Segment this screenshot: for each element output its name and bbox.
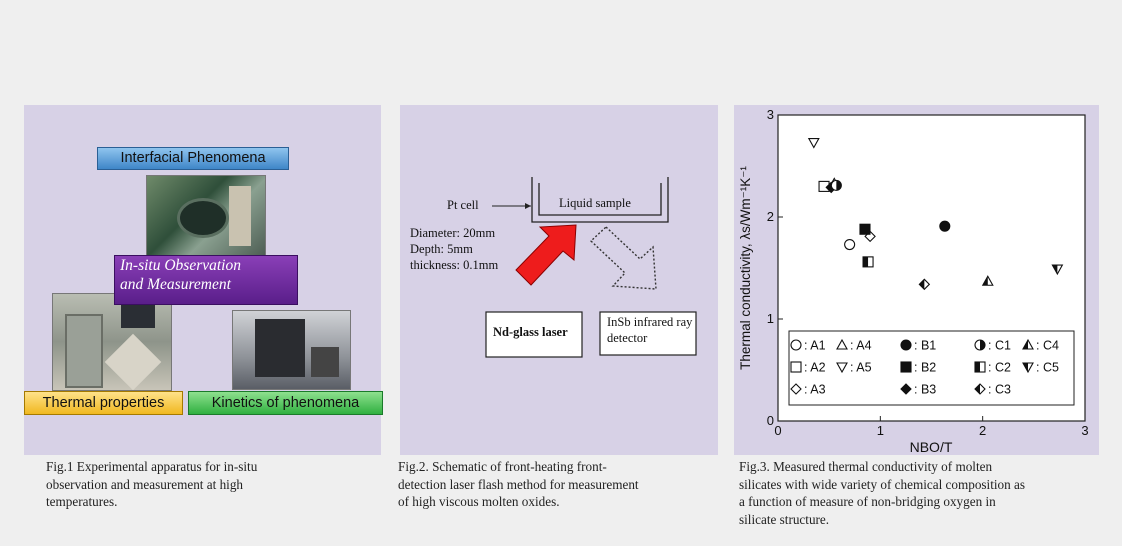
- data-point: [1051, 264, 1064, 276]
- thermal-conductivity-chart: 0 1 2 3 0 1 2 3 NBO/T Thermal conductivity, λs/…: [738, 107, 1089, 455]
- fig3-caption-line: silicates with wide variety of chemical …: [739, 476, 1026, 492]
- legend-label: : B1: [914, 339, 936, 353]
- fig2-caption-line: of high viscous molten oxides.: [398, 494, 560, 509]
- legend-label: : B3: [914, 383, 936, 397]
- x-tick-label: 3: [1081, 423, 1088, 438]
- legend-label: : C4: [1036, 339, 1059, 353]
- laser-label: Nd-glass laser: [493, 325, 568, 339]
- legend-label: : A4: [850, 339, 872, 353]
- y-tick-label: 0: [767, 413, 774, 428]
- legend-marker: [836, 362, 848, 374]
- fig1-panel: Interfacial Phenomena In-situ Observatio…: [24, 105, 383, 455]
- depth-label: Depth: 5mm: [410, 242, 473, 256]
- data-point: [862, 256, 874, 268]
- detector-label-line2: detector: [607, 331, 648, 345]
- reflected-ray-arrow: [589, 226, 657, 290]
- legend-label: : A3: [804, 383, 826, 397]
- legend-marker: [790, 339, 802, 351]
- thermal-properties-label: Thermal properties: [24, 391, 183, 415]
- pt-cell-label: Pt cell: [447, 198, 479, 212]
- fig1-caption-line: observation and measurement at high: [46, 476, 244, 492]
- laser-beam-arrow: [515, 224, 577, 286]
- legend-label: : A5: [850, 361, 872, 375]
- x-axis-label: NBO/T: [910, 439, 953, 455]
- legend-label: : C2: [988, 361, 1011, 375]
- apparatus-photo-left: [52, 293, 172, 391]
- fig3-caption-line: Fig.3. Measured thermal conductivity of …: [739, 459, 993, 474]
- data-point: [918, 278, 931, 291]
- legend-label: : C1: [988, 339, 1011, 353]
- x-tick-label: 0: [774, 423, 781, 438]
- legend-marker: [974, 383, 986, 395]
- fig3-panel: 0 1 2 3 0 1 2 3 NBO/T Thermal conductivity, λs/…: [734, 105, 1099, 455]
- legend-marker: [836, 338, 848, 350]
- data-point: [830, 179, 842, 191]
- legend-marker: [1022, 338, 1034, 350]
- legend-marker: [974, 339, 986, 351]
- fig3-caption-line: a function of measure of non-bridging ox…: [739, 494, 996, 509]
- diameter-label: Diameter: 20mm: [410, 226, 496, 240]
- apparatus-photo-top: [146, 175, 266, 261]
- insitu-label-line1: In-situ Observation: [120, 257, 241, 274]
- legend-marker: [790, 361, 802, 373]
- data-point: [844, 238, 856, 251]
- insitu-label: [114, 255, 298, 305]
- fig2-panel: Pt cell Liquid sample Diameter: 20mm Dep…: [400, 105, 718, 455]
- y-tick-label: 2: [767, 209, 774, 224]
- fig1-caption-line: temperatures.: [46, 494, 118, 509]
- fig1-caption-line: Fig.1 Experimental apparatus for in-situ: [46, 459, 258, 474]
- legend-label: : A2: [804, 361, 826, 375]
- insitu-label-line2: and Measurement: [120, 276, 231, 293]
- fig2-caption: Fig.2. Schematic of front-heating front-…: [398, 458, 710, 511]
- interfacial-phenomena-label: Interfacial Phenomena: [97, 147, 289, 170]
- legend-marker: [900, 383, 912, 395]
- thickness-label: thickness: 0.1mm: [410, 258, 499, 272]
- legend-marker: [790, 383, 802, 395]
- legend-marker: [974, 361, 986, 373]
- detector-label-line1: InSb infrared ray: [607, 315, 693, 329]
- y-tick-label: 1: [767, 311, 774, 326]
- legend-label: : C5: [1036, 361, 1059, 375]
- fig3-caption: Fig.3. Measured thermal conductivity of …: [739, 458, 1098, 528]
- apparatus-photo-right: [232, 310, 351, 390]
- laser-flash-schematic: [485, 177, 697, 358]
- legend-label: : B2: [914, 361, 936, 375]
- kinetics-label: Kinetics of phenomena: [188, 391, 383, 415]
- legend-label: : A1: [804, 339, 826, 353]
- fig1-caption: Fig.1 Experimental apparatus for in-situ…: [46, 458, 358, 511]
- fig2-caption-line: Fig.2. Schematic of front-heating front-: [398, 459, 607, 474]
- fig2-caption-line: detection laser flash method for measure…: [398, 476, 639, 492]
- data-point: [807, 137, 820, 149]
- y-tick-label: 3: [767, 107, 774, 122]
- x-tick-label: 2: [979, 423, 986, 438]
- legend-marker: [900, 361, 912, 373]
- legend-marker: [900, 339, 912, 351]
- data-point: [981, 275, 994, 286]
- fig3-caption-line: silicate structure.: [739, 511, 830, 527]
- data-point: [859, 223, 871, 235]
- x-tick-label: 1: [877, 423, 884, 438]
- y-axis-label: Thermal conductivity, λs/Wm⁻¹K⁻¹: [738, 166, 753, 370]
- legend-marker: [1022, 362, 1034, 374]
- data-point: [939, 220, 951, 232]
- legend-label: : C3: [988, 383, 1011, 397]
- liquid-sample-label: Liquid sample: [559, 196, 631, 210]
